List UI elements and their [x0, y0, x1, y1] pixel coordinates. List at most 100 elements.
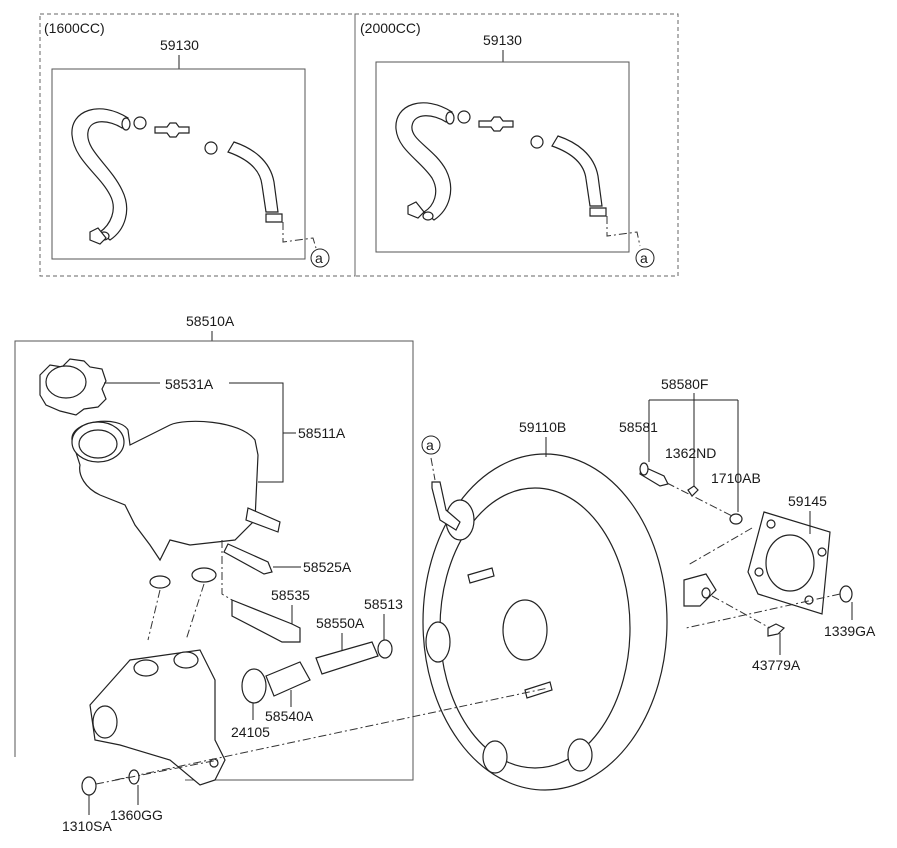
pin-icon	[223, 543, 273, 575]
clamp-icon	[204, 141, 218, 155]
secondary-piston-icon	[265, 661, 311, 697]
part-label-58550A[interactable]: 58550A	[316, 615, 365, 631]
ref-label[interactable]: a	[315, 250, 323, 266]
connector-line	[185, 583, 205, 641]
clamp-icon	[407, 201, 425, 219]
gasket-bolt-hole	[754, 567, 764, 577]
snap-pin-icon	[767, 623, 786, 637]
primary-piston-icon	[315, 641, 379, 675]
pushrod-bracket-icon	[683, 573, 717, 607]
nut-icon	[839, 585, 853, 603]
part-label-58531A[interactable]: 58531A	[165, 376, 214, 392]
part-label-58511A[interactable]: 58511A	[298, 425, 346, 441]
seal-icon	[377, 639, 393, 659]
part-label-43779A[interactable]: 43779A	[752, 657, 801, 673]
ref-circle	[421, 435, 441, 455]
booster-boss	[425, 621, 451, 663]
clamp-icon	[457, 110, 471, 124]
connector-line	[430, 457, 436, 481]
check-valve-icon	[478, 116, 514, 132]
nut-icon	[81, 776, 97, 796]
part-box	[375, 61, 630, 253]
port-icon	[173, 651, 199, 669]
part-box	[51, 68, 306, 260]
washer-icon	[729, 513, 743, 525]
ref-circle	[310, 248, 330, 268]
part-label-58513[interactable]: 58513	[364, 596, 403, 612]
reservoir-icon	[71, 420, 259, 562]
part-label-24105[interactable]: 24105	[231, 724, 270, 740]
connector-line	[685, 593, 841, 629]
clamp-icon	[133, 116, 147, 130]
part-label-1310SA[interactable]: 1310SA	[62, 818, 112, 834]
vacuum-fitting-icon	[431, 481, 461, 531]
cap-top	[45, 365, 87, 399]
connector-line	[687, 527, 753, 566]
connector-line	[606, 216, 641, 247]
part-label-59130[interactable]: 59130	[483, 32, 522, 48]
part-label-59145[interactable]: 59145	[788, 493, 827, 509]
booster-center-hole	[502, 599, 548, 661]
clamp-icon	[530, 135, 544, 149]
clevis-pin-head	[639, 462, 649, 476]
part-label-59110B[interactable]: 59110B	[519, 419, 566, 435]
variant-title: (2000CC)	[360, 20, 421, 36]
connector-line	[147, 589, 161, 641]
dashed-frame	[354, 13, 679, 277]
connector-line	[114, 687, 549, 781]
part-label-58525A[interactable]: 58525A	[303, 559, 352, 575]
ref-circle	[635, 248, 655, 268]
clamp-icon	[89, 227, 107, 245]
clip-icon	[687, 485, 699, 497]
part-label-1362ND[interactable]: 1362ND	[665, 445, 716, 461]
hose-icon	[71, 108, 129, 241]
part-label-1360GG[interactable]: 1360GG	[110, 807, 163, 823]
hose-end	[121, 117, 131, 131]
connector-line	[95, 759, 219, 785]
hose-icon	[551, 135, 603, 207]
part-label-58535[interactable]: 58535	[271, 587, 310, 603]
port-icon	[133, 659, 159, 677]
stud-icon	[467, 567, 495, 584]
gasket-bolt-hole	[817, 547, 827, 557]
hose-end	[422, 211, 434, 221]
variant-title: (1600CC)	[44, 20, 105, 36]
part-label-1339GA[interactable]: 1339GA	[824, 623, 876, 639]
bore-icon	[92, 705, 118, 739]
clevis-hole	[701, 587, 711, 599]
hose-icon	[227, 141, 279, 213]
connector-line	[221, 540, 233, 601]
part-label-58540A[interactable]: 58540A	[265, 708, 314, 724]
booster-boss	[567, 738, 593, 772]
gasket-bolt-hole	[766, 519, 776, 529]
part-label-58510A[interactable]: 58510A	[186, 313, 235, 329]
part-label-59130[interactable]: 59130	[160, 37, 199, 53]
reservoir-neck-inner	[78, 429, 118, 459]
reservoir-outlet	[245, 507, 281, 533]
brake-booster-assembly: a 59110B 58580F 58581 1362ND 1710AB 5914…	[421, 376, 876, 791]
booster-boss	[482, 740, 508, 774]
variant-2000cc: (2000CC) 59130 a	[354, 13, 679, 277]
connector-line	[282, 222, 317, 249]
grommet-icon	[191, 567, 217, 583]
connector-line	[666, 482, 733, 517]
clamp-icon	[589, 207, 607, 217]
ref-label[interactable]: a	[640, 250, 648, 266]
hose-end	[445, 111, 455, 125]
o-ring-icon	[241, 668, 267, 704]
assembly-box	[14, 340, 414, 781]
check-valve-icon	[154, 122, 190, 138]
part-label-58581[interactable]: 58581	[619, 419, 658, 435]
mounting-fasteners: 1310SA 1360GG	[62, 759, 219, 834]
clamp-icon	[265, 213, 283, 223]
master-cylinder-assembly: 58510A 58531A 58511A 58525A 58535	[14, 313, 414, 786]
part-label-58580F[interactable]: 58580F	[661, 376, 708, 392]
part-label-1710AB[interactable]: 1710AB	[711, 470, 761, 486]
dashed-frame	[39, 13, 356, 277]
ref-label[interactable]: a	[426, 437, 434, 453]
hose-icon	[395, 102, 453, 221]
connector-line	[711, 595, 771, 629]
gasket-hole	[765, 534, 815, 592]
level-sensor-icon	[231, 599, 301, 643]
